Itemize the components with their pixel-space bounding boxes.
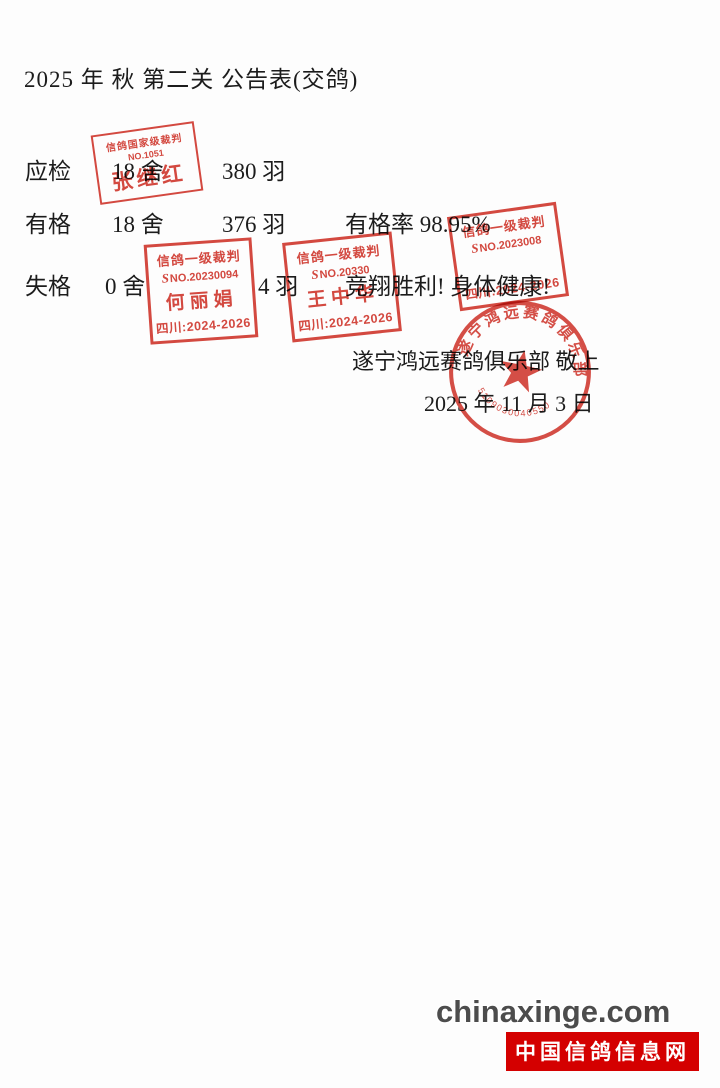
star-icon	[500, 350, 543, 393]
judge-stamp-number: NO.20230094	[169, 268, 239, 286]
watermark-site-url: chinaxinge.com	[436, 994, 671, 1029]
judge-stamp-validity: 四川:2024-2026	[155, 315, 252, 337]
seal-serial-holder: 5109030040550	[472, 384, 554, 425]
judge-stamp-he-lijuan: 信鸽一级裁判 SNO.20230094 何丽娟 四川:2024-2026	[143, 237, 259, 345]
row-inspected-label: 应检	[25, 159, 71, 184]
row-disqualified-label: 失格	[25, 274, 71, 299]
judge-stamp-number: NO.20330	[319, 264, 371, 282]
row-qualified-sheds: 18 舍	[112, 212, 164, 237]
club-round-seal: 遂宁鸿远赛鸽俱乐部 5109030040550	[430, 282, 610, 462]
seal-serial-number: 5109030040550	[472, 384, 554, 425]
row-qualified-birds: 376 羽	[222, 212, 286, 237]
judge-stamp-wang-zhonghua: 信鸽一级裁判 SNO.20330 王中华 四川:2024-2026	[282, 231, 402, 343]
judge-stamp-name: 何丽娟	[165, 288, 239, 315]
closing-club-line: 遂宁鸿远赛鸽俱乐部 敬上	[352, 349, 600, 374]
row-inspected-sheds: 18 舍	[112, 159, 164, 184]
seal-ring	[449, 301, 591, 443]
judge-logo-mark-icon: S	[161, 270, 170, 286]
closing-date-line: 2025 年 11 月 3 日	[424, 391, 594, 416]
watermark-site-name-banner: 中国信鸽信息网	[506, 1032, 699, 1071]
national-judge-stamp: 信鸽国家级裁判 NO.1051 张继红	[90, 121, 204, 205]
club-seal-graphic: 遂宁鸿远赛鸽俱乐部 5109030040550	[449, 290, 602, 443]
row-qualified-rate: 有格率 98.95%	[345, 212, 491, 237]
row-greeting-text: 竞翔胜利! 身体健康!	[345, 274, 551, 299]
row-disqualified-sheds: 0 舍	[105, 274, 146, 299]
row-qualified-label: 有格	[25, 212, 71, 237]
document-title: 2025 年 秋 第二关 公告表(交鸽)	[24, 67, 359, 92]
row-inspected-birds: 380 羽	[222, 159, 286, 184]
row-disqualified-birds: 4 羽	[258, 274, 299, 299]
